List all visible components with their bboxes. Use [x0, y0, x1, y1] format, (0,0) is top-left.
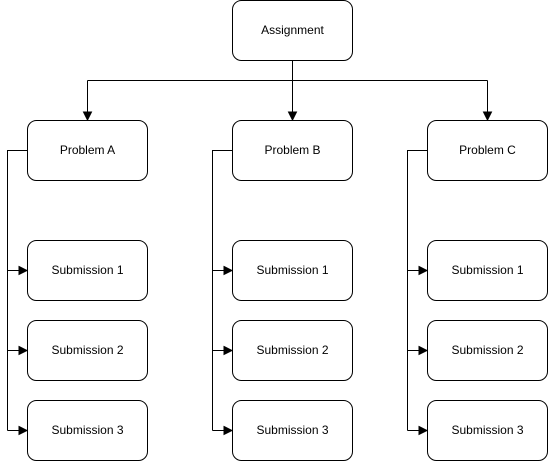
node-problem-a-submission-2[interactable]: Submission 2 [27, 320, 148, 381]
arrow-root-to-problem-a [82, 111, 93, 122]
arrow-problem-c-sub3 [418, 425, 429, 436]
arrow-root-to-problem-c [482, 111, 493, 122]
node-problem-a[interactable]: Problem A [27, 120, 148, 181]
node-assignment[interactable]: Assignment [232, 0, 353, 61]
node-problem-a-submission-3[interactable]: Submission 3 [27, 400, 148, 461]
arrow-problem-a-sub1 [18, 265, 29, 276]
node-problem-a-submission-2-box [27, 320, 148, 381]
arrow-problem-b-sub3 [223, 425, 234, 436]
node-problem-a-submission-2-label: Submission 2 [51, 343, 123, 357]
node-problem-a-submission-3-label: Submission 3 [51, 423, 123, 437]
arrow-problem-b-sub2 [223, 345, 234, 356]
edge-problem-b-spine [212, 150, 232, 431]
node-problem-b[interactable]: Problem B [232, 120, 353, 181]
node-problem-a-submission-1-box [27, 240, 148, 301]
node-problem-c[interactable]: Problem C [427, 120, 548, 181]
node-problem-c-submission-3[interactable]: Submission 3 [427, 400, 548, 461]
node-problem-c-label: Problem C [459, 143, 516, 157]
node-problem-b-submission-3[interactable]: Submission 3 [232, 400, 353, 461]
node-problem-c-submission-1[interactable]: Submission 1 [427, 240, 548, 301]
node-problem-b-submission-2[interactable]: Submission 2 [232, 320, 353, 381]
node-problem-b-submission-2-box [232, 320, 353, 381]
node-problem-c-submission-1-label: Submission 1 [451, 263, 523, 277]
node-assignment-box [232, 0, 353, 61]
node-assignment-label: Assignment [261, 23, 324, 37]
node-problem-a-submission-1[interactable]: Submission 1 [27, 240, 148, 301]
node-problem-a-box [27, 120, 148, 181]
node-problem-b-submission-3-label: Submission 3 [256, 423, 328, 437]
problem-a-edges [7, 150, 29, 436]
arrow-problem-b-sub1 [223, 265, 234, 276]
node-problem-b-label: Problem B [264, 143, 320, 157]
node-problem-b-submission-1-label: Submission 1 [256, 263, 328, 277]
node-problem-b-box [232, 120, 353, 181]
node-problem-a-submission-1-label: Submission 1 [51, 263, 123, 277]
problem-c-edges [407, 150, 429, 436]
node-problem-c-submission-2-label: Submission 2 [451, 343, 523, 357]
node-problem-b-submission-2-label: Submission 2 [256, 343, 328, 357]
arrow-problem-c-sub1 [418, 265, 429, 276]
edge-problem-a-spine [7, 150, 27, 431]
arrow-root-to-problem-b [287, 111, 298, 122]
node-problem-b-submission-1-box [232, 240, 353, 301]
arrow-problem-a-sub2 [18, 345, 29, 356]
node-problem-c-submission-3-label: Submission 3 [451, 423, 523, 437]
node-problem-b-submission-1[interactable]: Submission 1 [232, 240, 353, 301]
node-problem-c-submission-2[interactable]: Submission 2 [427, 320, 548, 381]
arrow-problem-a-sub3 [18, 425, 29, 436]
root-edges [82, 61, 493, 122]
arrow-problem-c-sub2 [418, 345, 429, 356]
edge-problem-c-spine [407, 150, 427, 431]
problem-b-edges [212, 150, 234, 436]
node-problem-a-label: Problem A [60, 143, 115, 157]
